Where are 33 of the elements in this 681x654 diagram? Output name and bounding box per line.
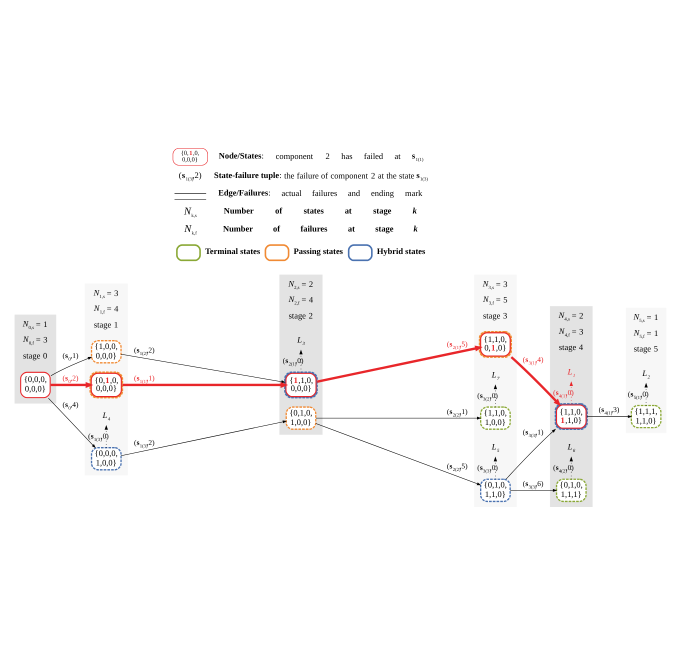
arrow	[570, 456, 573, 480]
node-box: {0,1,0, 1,1,0}	[480, 478, 511, 502]
arrow	[122, 382, 288, 388]
node-box: {0,1,0, 1,0,0}	[286, 406, 316, 430]
legend-label: Passing states	[294, 246, 343, 256]
arrow	[299, 350, 303, 373]
node-box: {0,1,0, 1,1,1}	[556, 478, 587, 502]
arrow	[644, 382, 648, 406]
arrow	[104, 424, 108, 448]
legend-label: Edge/Failures: actual failures and ending mark	[218, 188, 422, 198]
node-box: {0,0,0, 1,0,0}	[90, 447, 122, 470]
arrow	[120, 420, 287, 456]
arrow	[570, 381, 573, 404]
arrow	[120, 354, 286, 384]
arrow	[50, 356, 92, 376]
node-box: {1,1,1, 1,1,0}	[630, 404, 662, 428]
arrow	[316, 416, 482, 420]
arrow	[510, 356, 562, 406]
arrow	[510, 488, 558, 492]
legend-label: Number of states at stage k	[224, 206, 417, 216]
arrow	[48, 398, 96, 448]
arrow	[494, 456, 498, 480]
arrow	[506, 428, 556, 480]
arrow	[586, 415, 632, 418]
arrow	[316, 346, 483, 383]
arrow	[50, 382, 94, 388]
node-box: {1,0,0, 0,0,0}	[90, 340, 122, 364]
legend-label: Terminal states	[205, 246, 260, 256]
legend-label: Hybrid states	[376, 246, 426, 256]
arrow	[316, 423, 482, 486]
arrow	[494, 384, 498, 408]
node-box: {1,1,0, 1,0,0}	[480, 406, 511, 430]
legend-label: Number of failures at stage k	[223, 224, 418, 234]
